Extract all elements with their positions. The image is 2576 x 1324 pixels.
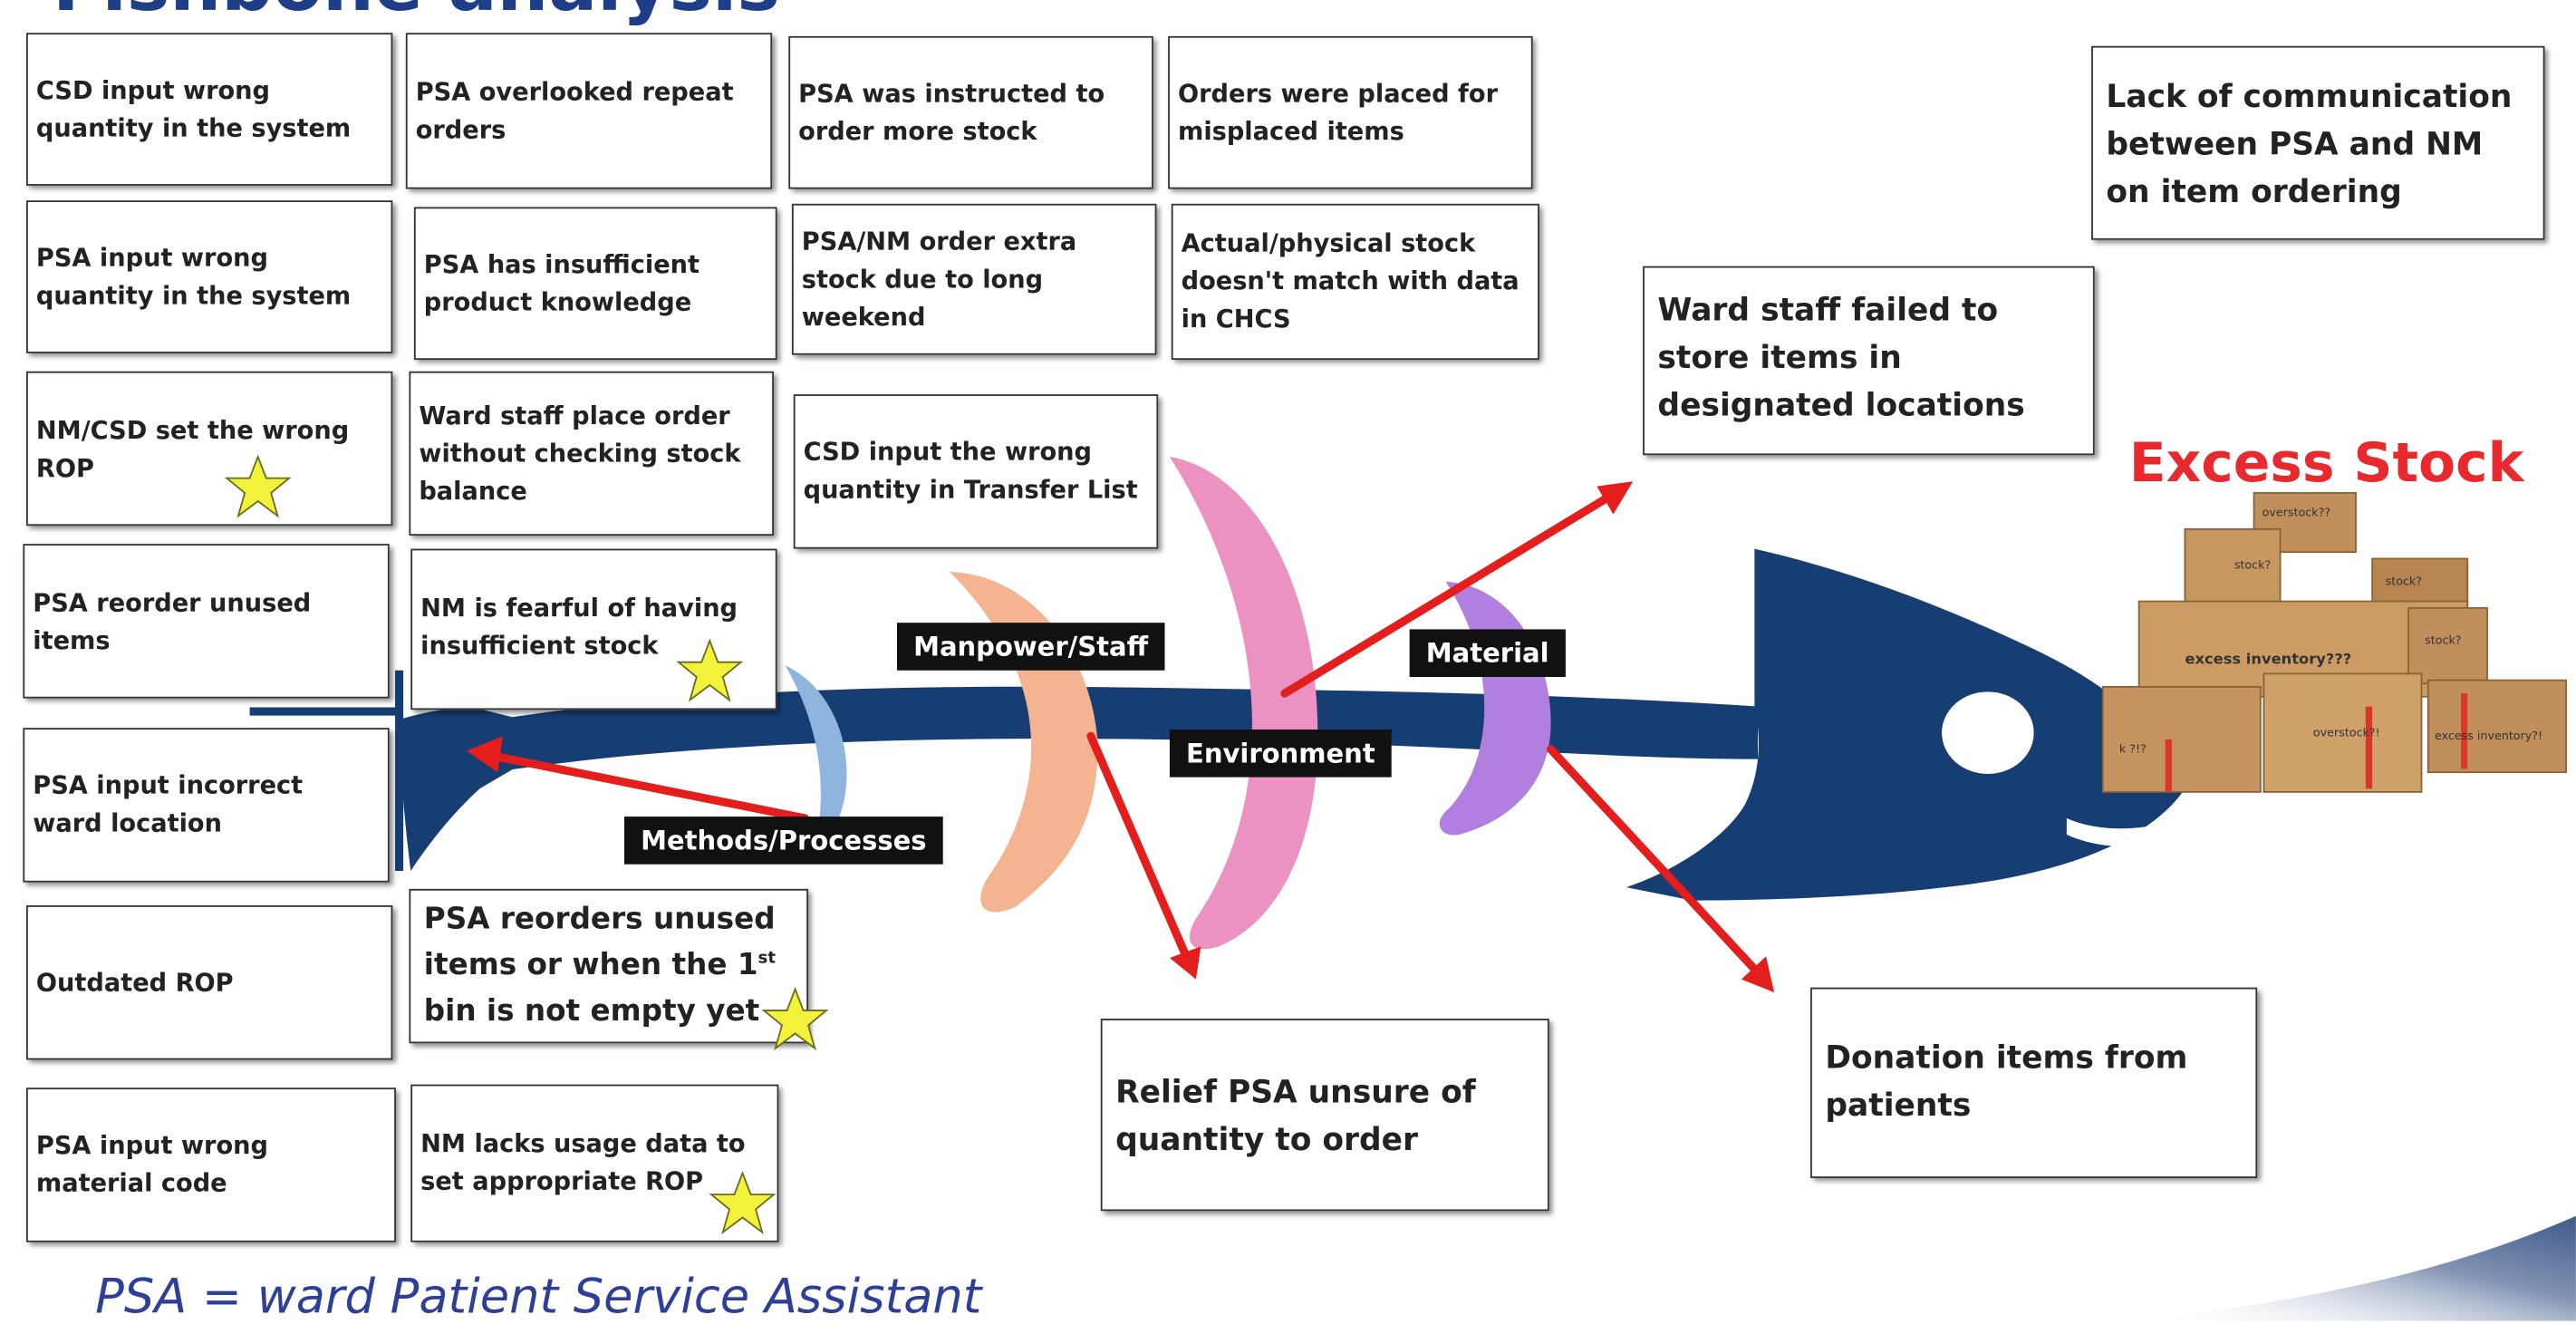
star-icon [676, 638, 744, 702]
cause-box: PSA has insufficient product knowledge [413, 207, 777, 361]
cause-box: PSA/NM order extra stock due to long wee… [791, 203, 1157, 355]
title: Fishbone analysis [53, 0, 780, 28]
cause-box: PSA input incorrect ward location [23, 728, 390, 883]
carton-label: overstock?! [2313, 725, 2380, 739]
carton-8 [2426, 679, 2567, 774]
star-icon [224, 454, 292, 518]
cause-box-text: Outdated ROP [35, 967, 234, 997]
category-label-methods: Methods/Processes [623, 817, 943, 865]
cause-box: CSD input wrong quantity in the system [26, 33, 393, 186]
category-label-material: Material [1409, 629, 1566, 677]
cause-box-text: Lack of communication between PSA and NM… [2106, 79, 2513, 211]
arrow-environment [1280, 492, 1615, 698]
carton-6 [2101, 685, 2262, 793]
footnote: PSA = ward Patient Service Assistant [95, 1268, 982, 1324]
cause-box: Outdated ROP [26, 905, 393, 1060]
carton-label: excess inventory?! [2435, 729, 2542, 742]
cause-box: PSA reorder unused items [23, 544, 390, 699]
cause-box-text: NM/CSD set the wrong ROP [35, 415, 350, 484]
category-label-environment: Environment [1169, 730, 1392, 778]
corner-swoosh [2136, 1215, 2576, 1321]
cause-box: NM/CSD set the wrong ROP [26, 371, 393, 527]
carton-7 [2262, 672, 2423, 793]
cause-box-text: PSA input wrong quantity in the system [35, 242, 352, 310]
cause-box: PSA overlooked repeat orders [405, 33, 773, 189]
cause-box-text-part: PSA reorders unused items or when the 1 [423, 902, 776, 983]
cause-box: Lack of communication between PSA and NM… [2091, 45, 2545, 240]
arrow-manpower [1086, 731, 1191, 961]
cause-box-text: PSA overlooked repeat orders [415, 76, 734, 144]
arrow-material [1547, 745, 1762, 977]
cause-box: PSA input wrong quantity in the system [26, 200, 393, 353]
cause-box: NM lacks usage data to set appropriate R… [410, 1084, 779, 1242]
arrow-manpower-head [1169, 946, 1201, 980]
cause-box-text: NM lacks usage data to set appropriate R… [420, 1128, 746, 1196]
cause-box: CSD input the wrong quantity in Transfer… [793, 394, 1159, 549]
carton-label: stock? [2425, 633, 2461, 647]
cause-box-text: PSA/NM order extra stock due to long wee… [801, 226, 1077, 332]
cause-box: Actual/physical stock doesn't match with… [1171, 203, 1539, 361]
cause-box-text: Ward staff failed to store items in desi… [1657, 292, 2025, 424]
arrow-methods-head [466, 736, 503, 773]
carton-2 [2184, 527, 2282, 606]
cause-box-text: PSA reorders unused items or when the 1s… [424, 897, 794, 1035]
carton-label: stock? [2386, 574, 2422, 587]
fish-head [1626, 548, 2185, 901]
carton-label: excess inventory??? [2185, 650, 2351, 667]
cause-box: PSA was instructed to order more stock [788, 35, 1153, 189]
fish-mouth [2066, 817, 2172, 846]
tail-fin-line [249, 670, 404, 871]
carton-label: k ?!? [2119, 741, 2147, 755]
cause-arrows [466, 481, 1775, 993]
arrow-environment-head [1597, 481, 1634, 515]
cause-box-text: Relief PSA unsure of quantity to order [1115, 1074, 1476, 1159]
cause-box: Relief PSA unsure of quantity to order [1100, 1019, 1549, 1212]
carton-label: stock? [2234, 557, 2271, 571]
cause-box-text: Donation items from patients [1825, 1039, 2188, 1125]
cause-box: Orders were placed for misplaced items [1168, 35, 1533, 189]
cause-box-text: Actual/physical stock doesn't match with… [1181, 228, 1520, 334]
cause-box-text: NM is fearful of having insufficient sto… [420, 593, 738, 661]
fish-eye [1942, 691, 2034, 774]
category-label-manpower: Manpower/Staff [896, 623, 1165, 671]
cause-box-text: PSA was instructed to order more stock [798, 78, 1105, 146]
cause-box: Donation items from patients [1810, 987, 2258, 1178]
stock-cartons: overstock?? stock? stock? excess invento… [2101, 492, 2567, 793]
effect-label: Excess Stock [2128, 430, 2524, 495]
arrow-material-head [1741, 956, 1775, 993]
cause-box-text: PSA has insufficient product knowledge [423, 248, 700, 317]
star-icon [761, 986, 829, 1051]
carton-label: overstock?? [2262, 505, 2330, 518]
arrow-methods [488, 751, 809, 823]
cause-box: PSA reorders unused items or when the 1s… [409, 888, 809, 1044]
cause-box-superscript: st [757, 949, 777, 968]
cause-box-text: PSA reorder unused items [33, 588, 312, 656]
cause-box-text-part: bin is not empty yet [423, 993, 760, 1029]
cause-box: PSA input wrong material code [26, 1087, 396, 1242]
cause-box-text: CSD input wrong quantity in the system [35, 74, 352, 142]
star-icon [709, 1171, 777, 1235]
cause-box-text: PSA input wrong material code [35, 1130, 268, 1198]
cause-box: Ward staff place order without checking … [409, 371, 774, 536]
cause-box-text: PSA input incorrect ward location [33, 770, 304, 838]
cause-box-text: CSD input the wrong quantity in Transfer… [803, 437, 1138, 505]
cause-box-text: Ward staff place order without checking … [419, 400, 741, 506]
cause-box-text: Orders were placed for misplaced items [1177, 78, 1498, 146]
cause-box: Ward staff failed to store items in desi… [1643, 266, 2095, 456]
rib-environment [1169, 457, 1318, 950]
rib-methods [785, 665, 847, 862]
